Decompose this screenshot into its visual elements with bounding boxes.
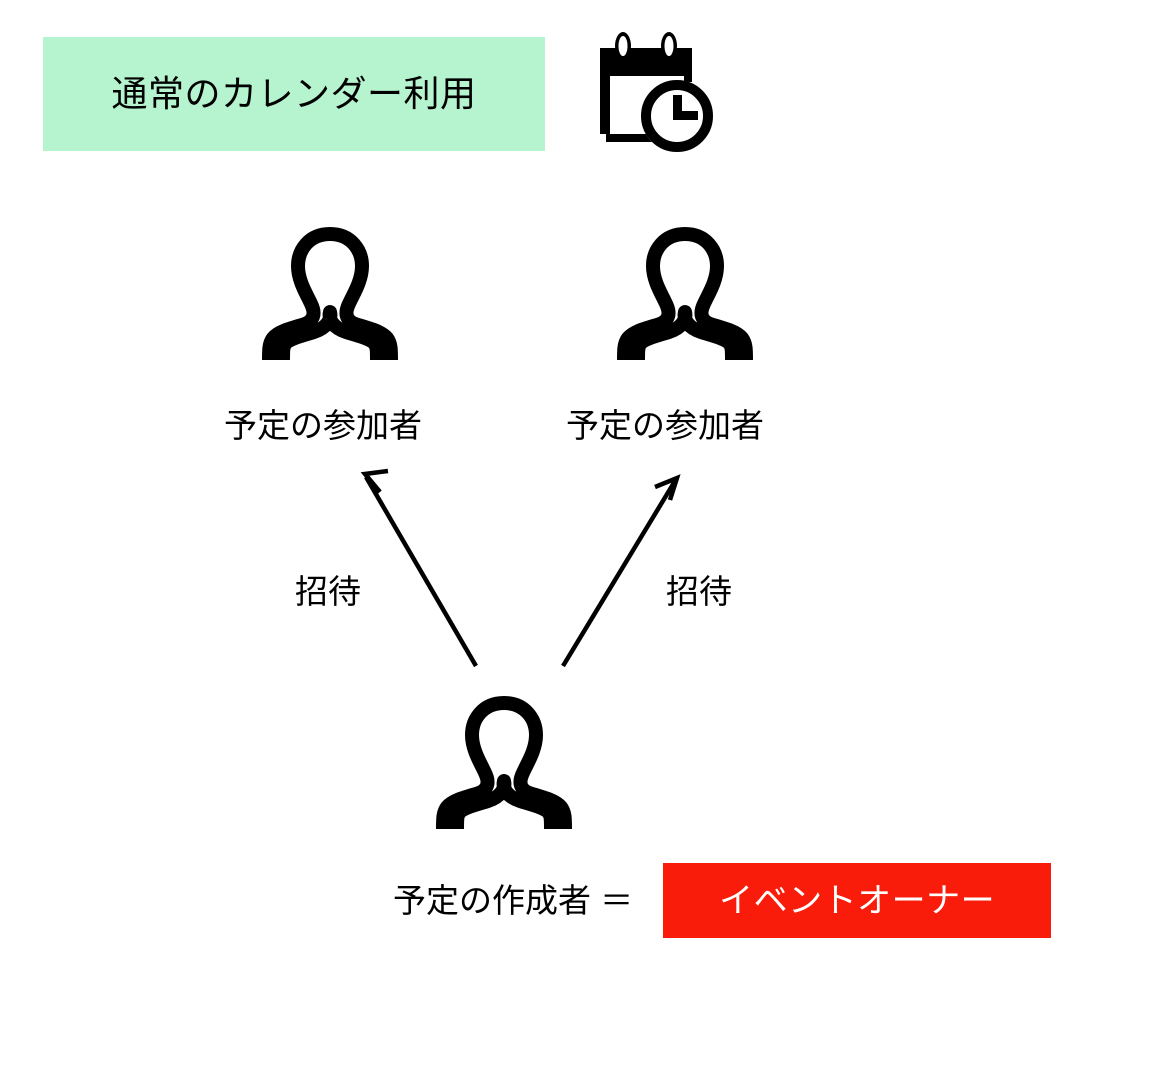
title-band: 通常のカレンダー利用 bbox=[43, 37, 545, 151]
invite-arrow-right bbox=[561, 474, 681, 668]
calendar-clock-icon bbox=[592, 30, 716, 154]
event-owner-badge-label: イベントオーナー bbox=[719, 881, 996, 920]
participant-right-label: 予定の参加者 bbox=[566, 407, 764, 444]
invite-arrow-right-label: 招待 bbox=[666, 573, 732, 610]
invite-arrow-left bbox=[360, 468, 478, 668]
organizer-icon bbox=[430, 695, 578, 829]
participant-left-label: 予定の参加者 bbox=[224, 407, 422, 444]
organizer-creator-label: 予定の作成者 ＝ bbox=[393, 882, 634, 919]
participant-left-icon bbox=[256, 226, 404, 360]
invite-arrow-left-label: 招待 bbox=[295, 573, 361, 610]
event-owner-badge: イベントオーナー bbox=[663, 863, 1052, 938]
page-title: 通常のカレンダー利用 bbox=[111, 73, 477, 114]
organizer-row: 予定の作成者 ＝ イベントオーナー bbox=[393, 863, 1052, 938]
participant-right-icon bbox=[611, 226, 759, 360]
